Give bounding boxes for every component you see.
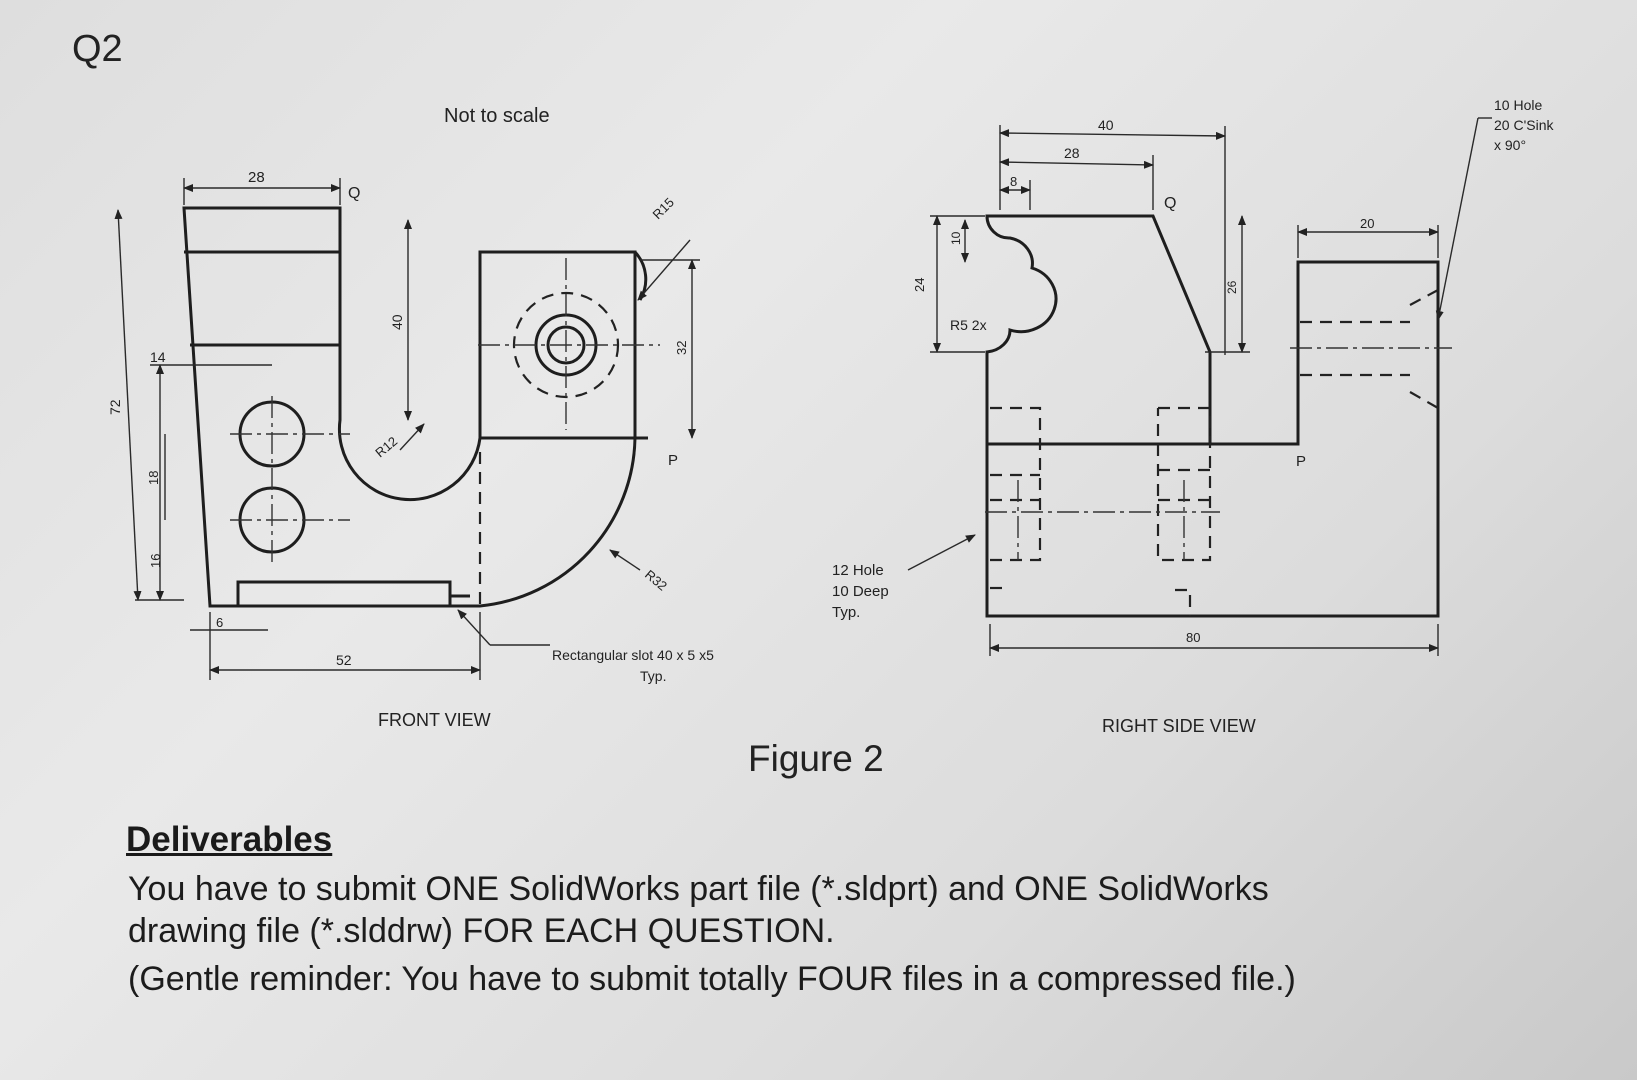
dim-r15: R15 xyxy=(650,195,677,222)
dim-40: 40 xyxy=(389,314,405,330)
deliverables-line-3: (Gentle reminder: You have to submit tot… xyxy=(128,960,1296,998)
rv-dim-8: 8 xyxy=(1010,174,1017,189)
dim-6: 6 xyxy=(216,615,223,630)
front-view-title: FRONT VIEW xyxy=(378,710,491,730)
dim-16: 16 xyxy=(148,554,163,568)
hole-note-1: 12 Hole xyxy=(832,562,884,579)
rv-dim-q: Q xyxy=(1164,195,1176,212)
deliverables-title: Deliverables xyxy=(126,820,333,859)
rv-dim-r5: R5 2x xyxy=(950,317,987,333)
right-view-title: RIGHT SIDE VIEW xyxy=(1102,716,1256,736)
dim-18: 18 xyxy=(146,471,161,485)
label-p: P xyxy=(668,452,678,469)
dim-28: 28 xyxy=(248,169,265,186)
dim-32: 32 xyxy=(674,341,689,355)
csink-note-1: 10 Hole xyxy=(1494,97,1542,113)
front-view: 28 Q 40 72 14 18 16 6 52 R12 R15 32 R32 … xyxy=(107,105,714,730)
dim-q: Q xyxy=(348,185,360,202)
dim-r32: R32 xyxy=(642,567,670,594)
right-outline xyxy=(985,214,1440,618)
front-outline xyxy=(182,206,637,608)
dim-72: 72 xyxy=(107,399,123,415)
hole-note: 12 Hole 10 Deep Typ. xyxy=(832,534,976,621)
boss-core-circle xyxy=(546,325,586,365)
rv-dim-80: 80 xyxy=(1186,630,1200,645)
right-side-view: 40 28 8 Q 24 10 R5 2x 26 20 80 P 10 Hole… xyxy=(912,97,1554,736)
rv-dim-20: 20 xyxy=(1360,216,1374,231)
csink-note-3: x 90° xyxy=(1494,137,1526,153)
rv-dim-28: 28 xyxy=(1064,145,1080,161)
front-slot xyxy=(236,580,452,606)
rv-dim-26: 26 xyxy=(1225,280,1239,294)
question-label: Q2 xyxy=(72,28,123,70)
deliverables-line-2: drawing file (*.slddrw) FOR EACH QUESTIO… xyxy=(128,912,835,950)
csink-note-2: 20 C'Sink xyxy=(1494,117,1554,133)
figure-caption: Figure 2 xyxy=(748,738,884,779)
rv-dim-10: 10 xyxy=(949,231,963,245)
deliverables-line-1: You have to submit ONE SolidWorks part f… xyxy=(128,870,1269,908)
rv-dim-40: 40 xyxy=(1098,117,1114,133)
rv-dim-24: 24 xyxy=(912,278,927,292)
not-to-scale: Not to scale xyxy=(444,105,550,127)
dim-r12: R12 xyxy=(372,433,400,460)
hole-note-3: Typ. xyxy=(832,604,860,621)
slot-note-2: Typ. xyxy=(640,668,666,684)
hole-note-2: 10 Deep xyxy=(832,583,889,600)
rv-label-p: P xyxy=(1296,453,1306,470)
dim-14: 14 xyxy=(150,349,166,365)
slot-note-1: Rectangular slot 40 x 5 x5 xyxy=(552,647,714,663)
dim-52: 52 xyxy=(336,652,352,668)
